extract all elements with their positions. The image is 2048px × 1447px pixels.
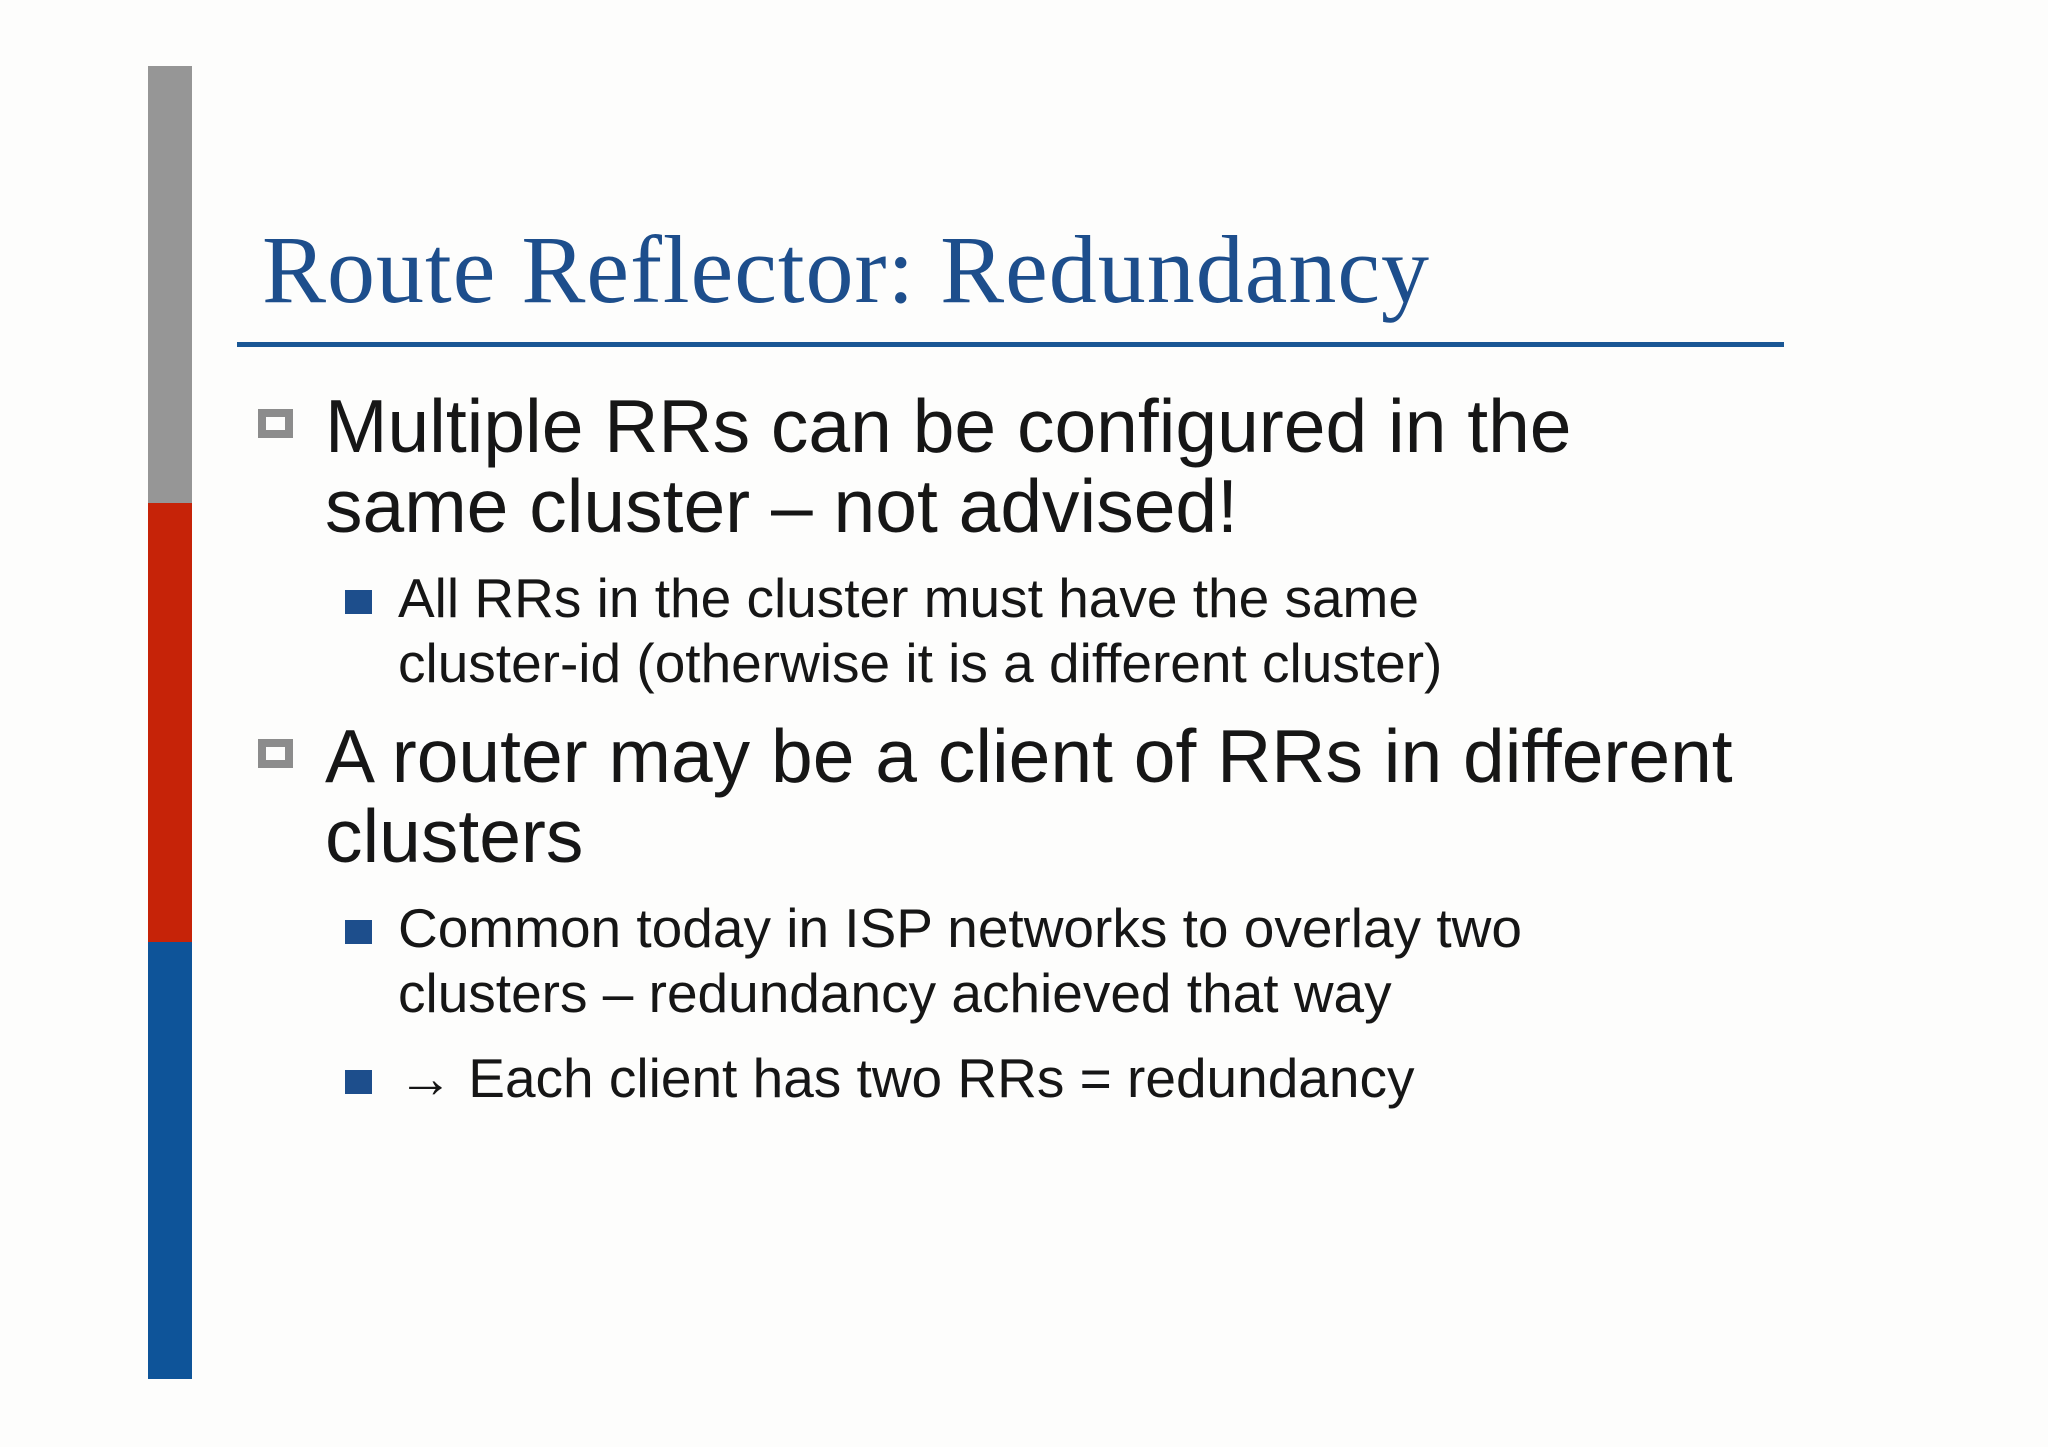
sub-bullet-item-3: → Each client has two RRs = redundancy — [345, 1046, 1978, 1111]
bullet-text: Common today in ISP networks to overlay … — [398, 896, 1978, 1026]
accent-bar — [148, 66, 192, 1379]
bullet-marker-column — [258, 716, 325, 768]
accent-bar-red-segment — [148, 503, 192, 942]
hollow-square-bullet-icon — [258, 739, 293, 768]
sub-bullet-item-1: All RRs in the cluster must have the sam… — [345, 566, 1978, 696]
bullet-item-1: Multiple RRs can be configured in the sa… — [258, 386, 1978, 546]
solid-square-bullet-icon — [345, 920, 372, 944]
bullet-text-line: same cluster – not advised! — [325, 464, 1238, 548]
bullet-text-line: Multiple RRs can be configured in the — [325, 384, 1572, 468]
hollow-square-bullet-icon — [258, 409, 293, 438]
accent-bar-blue-segment — [148, 942, 192, 1379]
solid-square-bullet-icon — [345, 1070, 372, 1094]
slide-title: Route Reflector: Redundancy — [262, 216, 1430, 323]
bullet-text-line: A router may be a client of RRs in diffe… — [325, 714, 1733, 798]
bullet-marker-column — [258, 386, 325, 438]
title-underline — [237, 342, 1784, 347]
bullet-text-line: clusters — [325, 794, 584, 878]
bullet-text: A router may be a client of RRs in diffe… — [325, 716, 1978, 876]
sub-bullet-item-2: Common today in ISP networks to overlay … — [345, 896, 1978, 1026]
bullet-text-line: cluster-id (otherwise it is a different … — [398, 632, 1443, 694]
solid-square-bullet-icon — [345, 590, 372, 614]
bullet-text-line: → Each client has two RRs = redundancy — [398, 1047, 1415, 1109]
bullet-text: Multiple RRs can be configured in the sa… — [325, 386, 1978, 546]
bullet-text-line: Common today in ISP networks to overlay … — [398, 897, 1522, 959]
accent-bar-gray-segment — [148, 66, 192, 503]
bullet-item-2: A router may be a client of RRs in diffe… — [258, 716, 1978, 876]
bullet-text-line: clusters – redundancy achieved that way — [398, 962, 1392, 1024]
bullet-marker-column — [345, 896, 398, 944]
bullet-marker-column — [345, 566, 398, 614]
bullet-text: → Each client has two RRs = redundancy — [398, 1046, 1978, 1111]
bullet-marker-column — [345, 1046, 398, 1094]
bullet-text-line: All RRs in the cluster must have the sam… — [398, 567, 1419, 629]
bullet-text: All RRs in the cluster must have the sam… — [398, 566, 1978, 696]
bullet-list: Multiple RRs can be configured in the sa… — [258, 386, 1978, 1111]
